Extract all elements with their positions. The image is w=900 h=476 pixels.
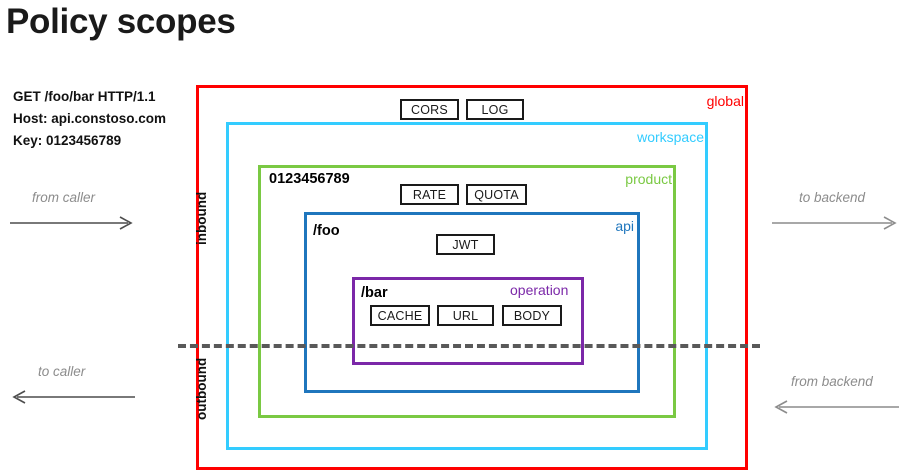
arrow-to-backend-icon <box>772 216 897 230</box>
product-key-label: 0123456789 <box>269 171 350 187</box>
scope-label-workspace: workspace <box>637 129 704 145</box>
operation-path-label: /bar <box>361 285 388 301</box>
scope-box-workspace[interactable] <box>226 122 708 450</box>
flow-label-to-caller: to caller <box>38 364 86 379</box>
policy-chip-cache[interactable]: CACHE <box>370 305 430 326</box>
scope-box-operation[interactable] <box>352 277 584 365</box>
policy-chip-quota[interactable]: QUOTA <box>466 184 527 205</box>
page-title: Policy scopes <box>6 2 236 41</box>
arrow-from-caller-icon <box>10 216 133 230</box>
policy-chip-log[interactable]: LOG <box>466 99 524 120</box>
scope-box-product[interactable] <box>258 165 676 418</box>
scope-box-api[interactable] <box>304 212 640 393</box>
policy-chip-jwt[interactable]: JWT <box>436 234 495 255</box>
scope-label-product: product <box>625 171 672 187</box>
scope-label-operation: operation <box>510 282 569 298</box>
arrow-to-caller-icon <box>12 390 135 404</box>
request-line-key: Key: 0123456789 <box>13 133 122 148</box>
flow-label-to-backend: to backend <box>799 190 866 205</box>
outbound-label: outbound <box>194 357 209 420</box>
request-line-host: Host: api.constoso.com <box>13 111 167 126</box>
scope-box-global[interactable] <box>196 85 748 470</box>
api-path-label: /foo <box>313 223 340 239</box>
arrow-from-backend-icon <box>774 400 899 414</box>
policy-chip-body[interactable]: BODY <box>502 305 562 326</box>
request-line-method: GET /foo/bar HTTP/1.1 <box>13 89 156 104</box>
inbound-label: inbound <box>194 191 209 245</box>
scope-label-global: global <box>706 93 744 109</box>
policy-chip-rate[interactable]: RATE <box>400 184 459 205</box>
policy-chip-url[interactable]: URL <box>437 305 494 326</box>
flow-label-from-backend: from backend <box>791 374 873 389</box>
scope-label-api: api <box>615 218 634 234</box>
policy-chip-cors[interactable]: CORS <box>400 99 459 120</box>
inbound-outbound-divider <box>178 344 760 348</box>
flow-label-from-caller: from caller <box>32 190 96 205</box>
request-sample: GET /foo/bar HTTP/1.1 Host: api.constoso… <box>13 86 166 152</box>
